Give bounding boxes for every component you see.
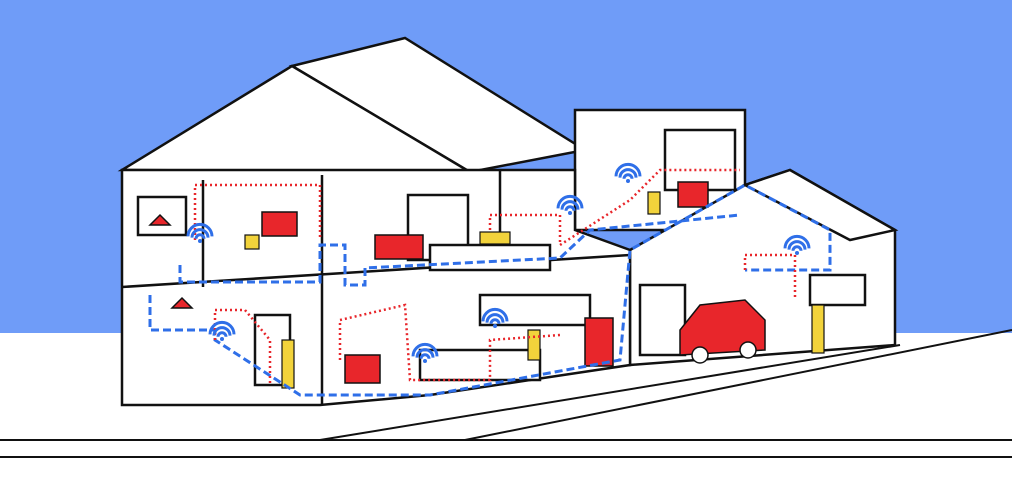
lamp-icon	[170, 296, 194, 309]
wireless-path	[213, 308, 272, 385]
wireless-path	[488, 168, 740, 248]
wifi-icon	[614, 162, 642, 183]
tool-board	[808, 273, 867, 307]
wifi-icon	[556, 194, 584, 215]
wifi-icon	[481, 307, 509, 328]
person-icon	[647, 191, 661, 215]
wireless-path	[743, 253, 797, 300]
person-icon	[479, 231, 511, 245]
main-walls	[120, 168, 632, 407]
car-wheel	[691, 346, 709, 364]
tv-icon	[261, 211, 298, 237]
sofa-icon	[374, 234, 424, 260]
people	[244, 191, 825, 389]
wifi-icon	[411, 342, 439, 363]
driveway-line	[464, 329, 1012, 441]
car-wheel	[739, 341, 757, 359]
bed	[428, 243, 552, 272]
fridge-icon	[584, 317, 614, 367]
red-appliances	[148, 181, 766, 384]
wifi-icon	[783, 234, 811, 255]
wired-connection	[178, 213, 741, 287]
wired-connection	[148, 183, 832, 397]
wifi-icon	[208, 320, 236, 341]
wifi-access-points	[186, 162, 811, 363]
wifi-icon	[186, 222, 214, 243]
tv-icon	[677, 181, 709, 208]
garage-door	[638, 283, 687, 357]
window	[663, 128, 737, 192]
person-icon	[244, 234, 260, 250]
person-icon	[811, 304, 825, 354]
lamp-icon	[148, 213, 172, 226]
car-icon	[679, 299, 766, 356]
tv-icon	[344, 354, 381, 384]
network-lines	[148, 168, 832, 397]
person-icon	[527, 329, 541, 361]
wireless-path	[338, 303, 561, 382]
driveway-line	[319, 344, 901, 441]
person-icon	[281, 339, 295, 389]
